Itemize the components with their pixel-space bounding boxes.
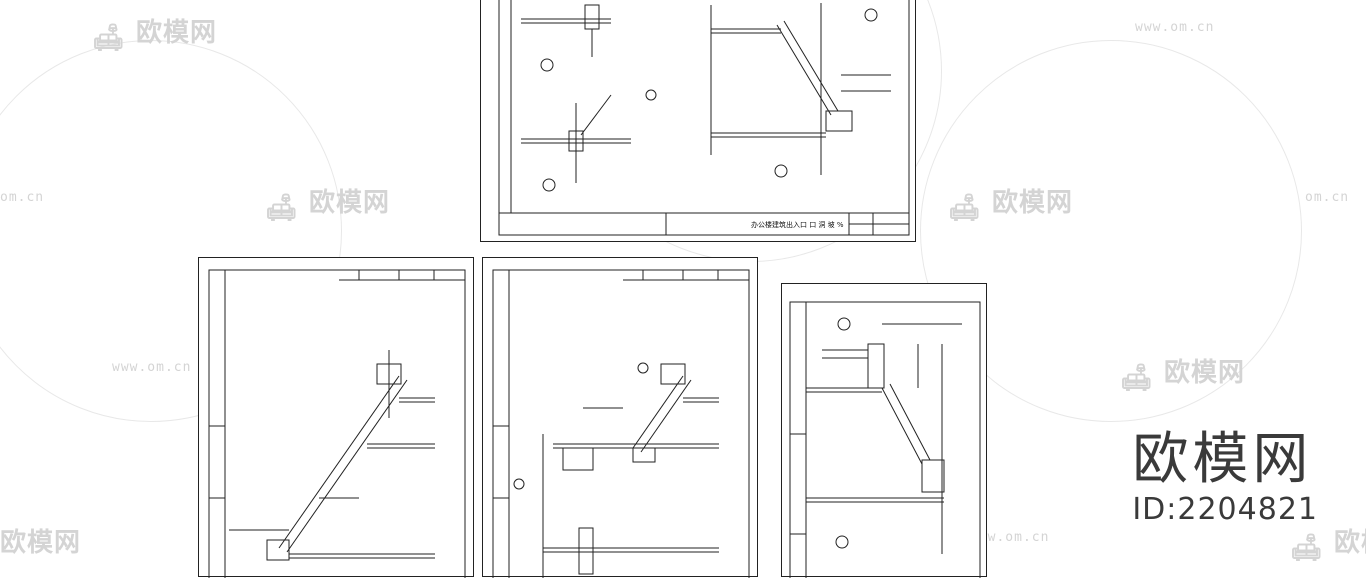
cad-ramp-section: [789, 301, 981, 578]
drawing-sheet-bottom-left[interactable]: [198, 257, 474, 578]
drawing-sheet-bottom-right[interactable]: [781, 283, 987, 578]
cad-detail-drawing: 办公楼建筑出入口 口 洞 坡 %: [498, 0, 910, 236]
cad-ramp-section: [208, 269, 466, 578]
sofa-logo-icon: 🛋: [1290, 532, 1325, 563]
brand-name: 欧模网: [1132, 427, 1313, 492]
watermark-url: www.om.cn: [1135, 20, 1215, 35]
drawing-sheet-bottom-center[interactable]: [482, 257, 758, 578]
sheet-title: 办公楼建筑出入口 口 洞 坡 %: [751, 220, 844, 229]
watermark-arc: [920, 40, 1302, 422]
model-id: ID:2204821: [1132, 492, 1318, 527]
watermark-url: om.cn: [1305, 190, 1350, 205]
watermark-logo: 欧模网: [0, 528, 82, 558]
cad-ramp-section: [492, 269, 750, 578]
drawing-sheet-top[interactable]: 办公楼建筑出入口 口 洞 坡 %: [480, 0, 916, 242]
brand-overlay: 欧模网 ID:2204821: [1132, 428, 1318, 528]
